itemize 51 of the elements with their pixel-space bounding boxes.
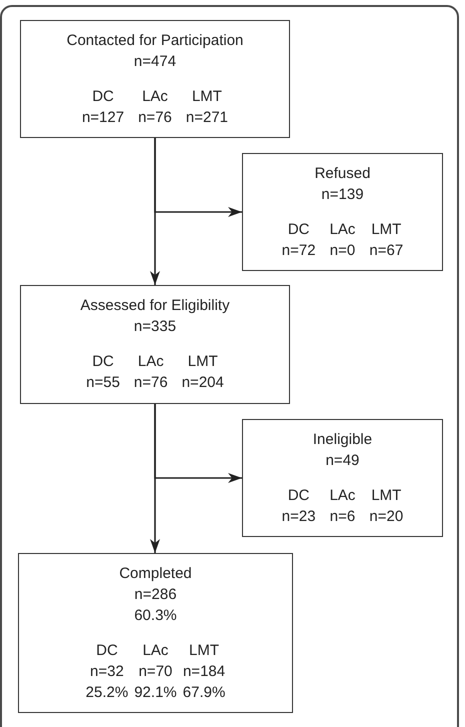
flow-box bbox=[20, 285, 290, 404]
group-value: n=76 bbox=[138, 108, 172, 128]
box-title: Completed bbox=[119, 564, 192, 584]
group-value: n=271 bbox=[186, 108, 228, 128]
group-value: n=76 bbox=[134, 373, 168, 393]
group-value: n=67 bbox=[369, 241, 404, 261]
group-value: 67.9% bbox=[182, 683, 226, 703]
group-value: n=6 bbox=[330, 507, 356, 527]
box-title: Refused bbox=[314, 164, 370, 184]
group-label: LMT bbox=[188, 352, 218, 372]
flow-box bbox=[20, 20, 290, 138]
box-title: Ineligible bbox=[312, 430, 372, 450]
group-label: LMT bbox=[371, 486, 402, 506]
box-title: Contacted for Participation bbox=[66, 31, 244, 51]
group-label: LAc bbox=[138, 352, 164, 372]
group-value: n=184 bbox=[182, 662, 226, 682]
group-value: n=20 bbox=[369, 507, 404, 527]
flow-box bbox=[242, 419, 443, 537]
flow-arrow bbox=[150, 138, 160, 285]
group-value: n=127 bbox=[82, 108, 124, 128]
group-label: DC bbox=[92, 352, 114, 372]
summary-text: 60.3% bbox=[134, 606, 177, 626]
box-title: Assessed for Eligibility bbox=[80, 296, 230, 316]
group-value: 25.2% bbox=[86, 683, 128, 703]
group-value: 92.1% bbox=[134, 683, 177, 703]
group-label: LAc bbox=[330, 486, 356, 506]
group-value: n=204 bbox=[182, 373, 224, 393]
group-label: DC bbox=[96, 641, 118, 661]
summary-text: n=474 bbox=[134, 52, 176, 72]
group-label: LMT bbox=[371, 220, 402, 240]
group-label: DC bbox=[288, 486, 310, 506]
group-label: LAc bbox=[142, 87, 168, 107]
flow-box bbox=[18, 553, 293, 713]
group-value: n=23 bbox=[282, 507, 316, 527]
group-value: n=0 bbox=[330, 241, 356, 261]
summary-text: n=335 bbox=[134, 317, 176, 337]
group-label: LMT bbox=[192, 87, 222, 107]
group-value: n=32 bbox=[90, 662, 124, 682]
group-label: LAc bbox=[330, 220, 356, 240]
group-label: LMT bbox=[189, 641, 220, 661]
group-value: n=70 bbox=[138, 662, 172, 682]
group-label: DC bbox=[92, 87, 114, 107]
flow-arrow bbox=[150, 404, 160, 553]
group-value: n=72 bbox=[282, 241, 316, 261]
summary-text: n=286 bbox=[134, 585, 177, 605]
group-label: DC bbox=[288, 220, 310, 240]
summary-text: n=49 bbox=[326, 451, 360, 471]
group-value: n=55 bbox=[86, 373, 120, 393]
flow-box bbox=[242, 153, 443, 271]
summary-text: n=139 bbox=[321, 185, 364, 205]
group-label: LAc bbox=[142, 641, 168, 661]
